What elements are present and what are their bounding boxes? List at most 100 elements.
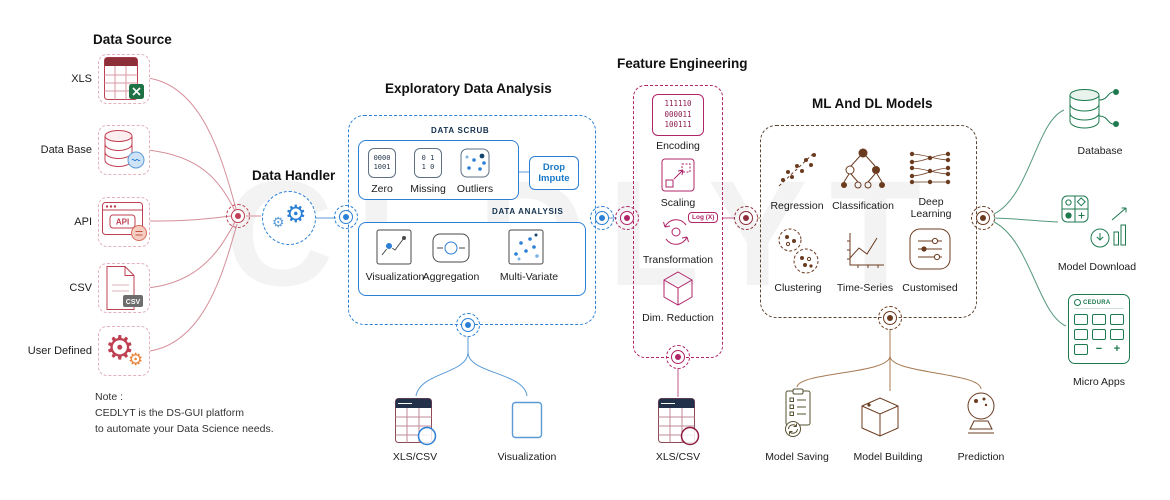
clustering-icon [778, 228, 819, 274]
gear-icon: ⚙ [285, 201, 307, 228]
app-tile[interactable] [1110, 329, 1124, 340]
output-database-icon [1069, 89, 1119, 129]
node-ml-out [971, 206, 995, 230]
transformation-label: Transformation [642, 254, 714, 266]
visualization-output-icon [511, 401, 543, 439]
model-building-label: Model Building [853, 451, 923, 463]
node-eda-bottom [456, 313, 480, 337]
encoding-line-3: 100111 [664, 120, 692, 130]
source-item-api[interactable]: API [98, 197, 150, 247]
deep-learning-icon [909, 151, 951, 185]
source-item-csv[interactable]: CSV [98, 263, 150, 313]
node-source-merge [226, 204, 250, 228]
source-label-api: API [74, 216, 92, 228]
app-tile[interactable] [1074, 314, 1088, 325]
missing-line-1: 0 1 [421, 153, 435, 162]
customised-label: Customised [902, 282, 958, 294]
source-item-user-defined[interactable]: ⚙ ⚙ [98, 326, 150, 376]
data-scrub-heading: DATA SCRUB [431, 126, 490, 135]
output-database-label: Database [1077, 145, 1123, 157]
node-feature-in [615, 206, 639, 230]
micro-apps-box[interactable]: CEDURA − + [1068, 294, 1130, 364]
model-download-icon [1061, 195, 1127, 248]
missing-icon: 0 1 1 0 [414, 148, 442, 178]
eda-title: Exploratory Data Analysis [385, 81, 552, 96]
csv-document-icon: CSV [106, 266, 143, 310]
gear-small-icon: ⚙ [128, 350, 144, 369]
node-feature-bottom [666, 345, 690, 369]
model-download-label: Model Download [1057, 261, 1137, 273]
note-line-3: to automate your Data Science needs. [95, 422, 274, 435]
data-handler-circle[interactable]: ⚙ ⚙ [262, 191, 316, 245]
node-feature-out [734, 206, 758, 230]
gear-icon: ⚙ [105, 329, 135, 366]
app-tile[interactable] [1092, 329, 1106, 340]
app-tile[interactable] [1092, 314, 1106, 325]
log-x-badge: Log (X) [688, 212, 719, 223]
classification-icon [841, 148, 885, 189]
scaling-icon [661, 158, 695, 192]
model-saving-label: Model Saving [765, 451, 829, 463]
source-item-database[interactable] [98, 125, 150, 175]
node-eda-out [590, 206, 614, 230]
zero-icon: 0000 1001 [368, 148, 396, 178]
clustering-label: Clustering [774, 282, 822, 294]
node-ml-bottom [878, 306, 902, 330]
xls-csv-spreadsheet-icon [395, 398, 437, 446]
model-saving-icon [785, 388, 811, 437]
source-label-database: Data Base [40, 144, 92, 156]
source-label-user-defined: User Defined [27, 345, 92, 357]
dim-reduction-label: Dim. Reduction [642, 312, 714, 324]
outliers-label: Outliers [456, 183, 494, 195]
app-tile[interactable] [1074, 344, 1088, 355]
feature-output-xlscsv-label: XLS/CSV [655, 451, 701, 463]
note: Note : CEDLYT is the DS-GUI platform to … [95, 390, 274, 437]
source-label-csv: CSV [69, 282, 92, 294]
note-line-1: Note : [95, 391, 124, 403]
app-tile[interactable] [1110, 314, 1124, 325]
multi-variate-icon [508, 229, 544, 265]
data-analysis-heading: DATA ANALYSIS [492, 207, 564, 216]
outliers-icon [460, 148, 490, 178]
data-source-title: Data Source [93, 32, 172, 47]
app-tile[interactable] [1074, 329, 1088, 340]
data-handler-title: Data Handler [252, 168, 336, 183]
classification-label: Classification [832, 200, 894, 212]
ml-models-title: ML And DL Models [812, 96, 933, 111]
database-icon [104, 130, 145, 169]
regression-icon [778, 151, 816, 187]
csv-badge-text: CSV [126, 299, 141, 306]
micro-apps-header: CEDURA [1074, 299, 1124, 309]
api-browser-icon: API [102, 202, 147, 241]
eda-output-xlscsv-label: XLS/CSV [392, 451, 438, 463]
multi-variate-label: Multi-Variate [499, 271, 559, 283]
minus-icon: − [1095, 343, 1103, 355]
source-label-xls: XLS [71, 73, 92, 85]
aggregation-icon [432, 233, 470, 263]
api-text: API [116, 218, 129, 227]
time-series-label: Time-Series [836, 282, 894, 294]
aggregation-label: Aggregation [422, 271, 480, 283]
source-item-xls[interactable] [98, 54, 150, 104]
prediction-icon [967, 392, 995, 434]
missing-label: Missing [410, 183, 446, 195]
eda-output-visualization-label: Visualization [497, 451, 557, 463]
micro-apps-label: Micro Apps [1073, 376, 1125, 388]
micro-apps-grid: − + [1074, 314, 1124, 355]
customised-icon [909, 228, 951, 270]
zero-line-2: 1001 [373, 163, 391, 171]
model-building-icon [861, 397, 899, 437]
visualization-icon [376, 229, 412, 265]
plus-icon: + [1113, 343, 1121, 355]
spreadsheet-xls-icon [104, 57, 144, 100]
deep-learning-label: Deep Learning [910, 196, 952, 220]
prediction-label: Prediction [957, 451, 1005, 463]
note-line-2: CEDLYT is the DS-GUI platform [95, 406, 244, 419]
encoding-icon: 111110 000011 100111 [652, 94, 704, 136]
missing-line-2: 1 0 [421, 163, 435, 171]
zero-line-1: 0000 [373, 153, 391, 162]
transformation-icon [663, 219, 689, 245]
micro-apps-brand: CEDURA [1083, 299, 1111, 306]
drop-impute-button[interactable]: Drop Impute [529, 156, 579, 190]
